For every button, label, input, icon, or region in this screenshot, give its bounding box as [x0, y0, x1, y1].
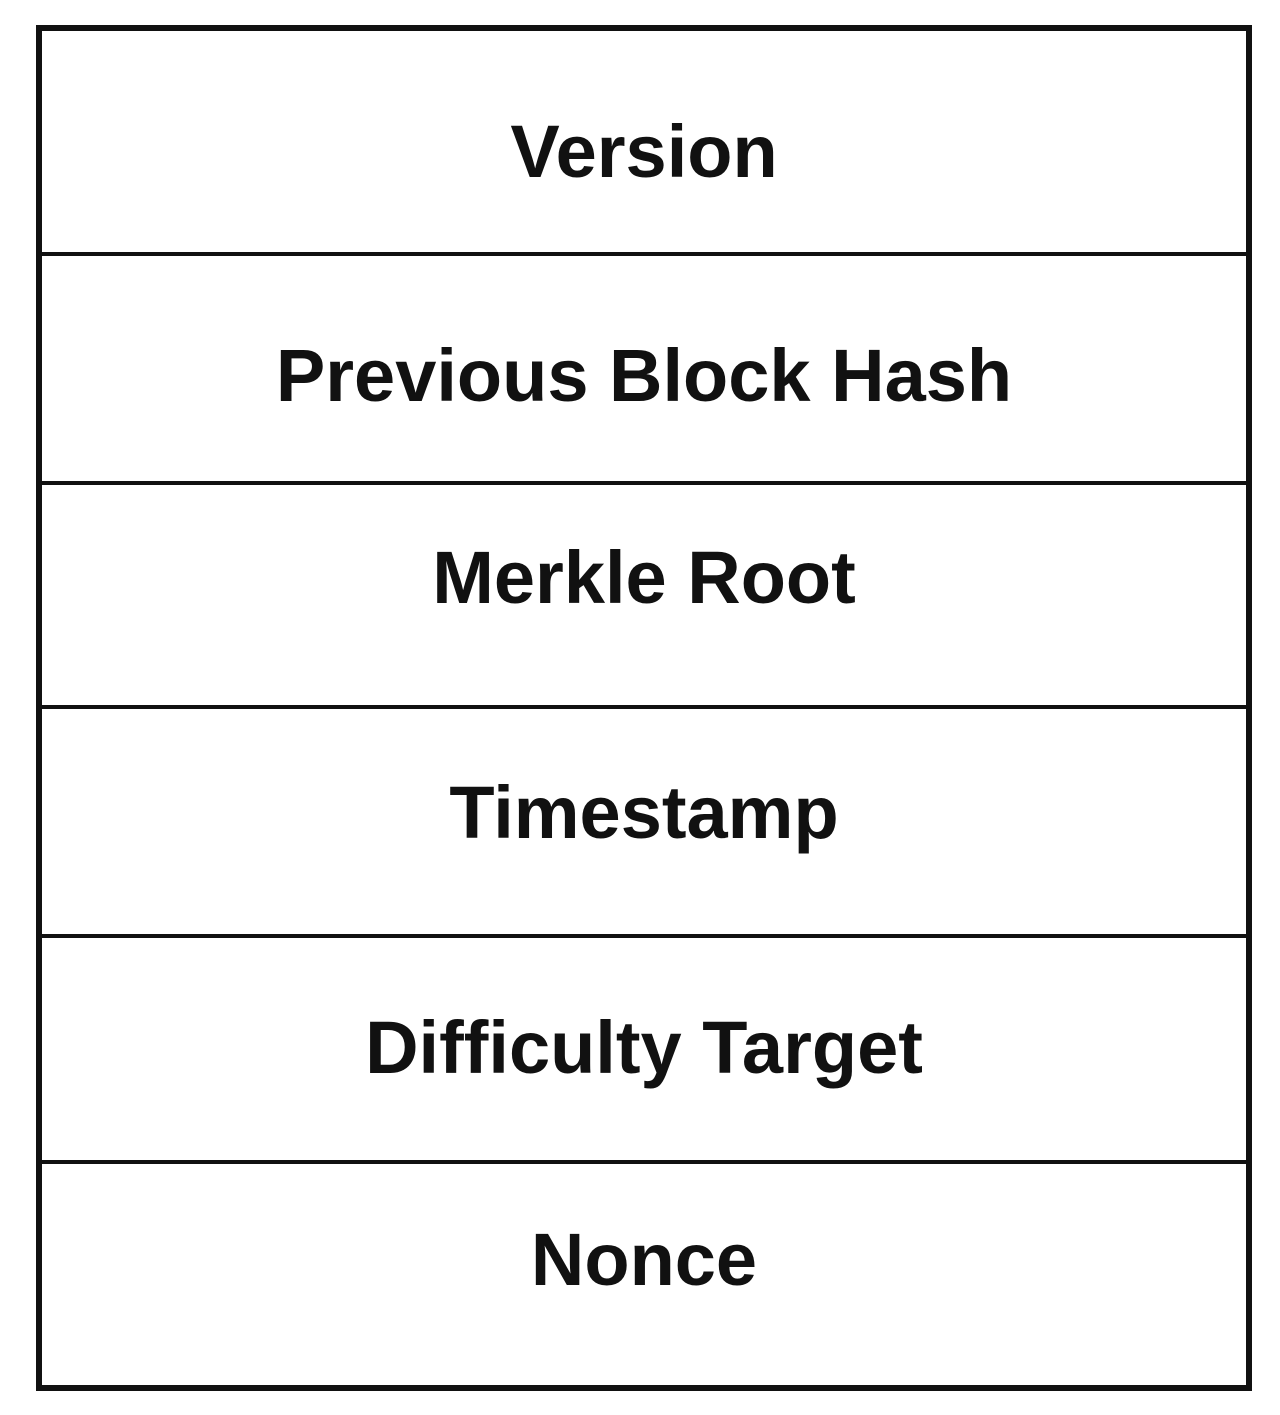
row-divider — [42, 252, 1246, 256]
row-divider — [42, 1160, 1246, 1164]
field-nonce: Nonce — [530, 1218, 758, 1301]
row-divider — [42, 934, 1246, 938]
field-merkle-root: Merkle Root — [432, 536, 856, 619]
field-previous-block-hash: Previous Block Hash — [275, 334, 1013, 417]
field-difficulty-target: Difficulty Target — [365, 1006, 923, 1089]
field-timestamp: Timestamp — [449, 771, 839, 854]
row-divider — [42, 705, 1246, 709]
block-header-diagram: Version Previous Block Hash Merkle Root … — [36, 25, 1252, 1391]
row-divider — [42, 481, 1246, 485]
field-version: Version — [510, 110, 778, 193]
